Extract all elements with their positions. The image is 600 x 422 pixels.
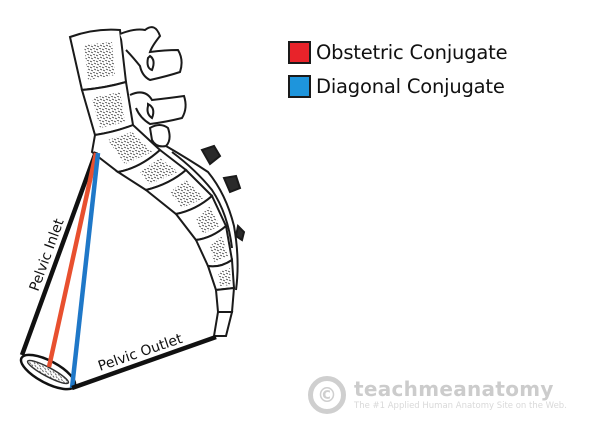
pubic-symphysis [19,353,77,391]
watermark-tagline: The #1 Applied Human Anatomy Site on the… [354,401,567,411]
spinous-process-1 [119,26,183,82]
legend-item-diagonal-conjugate: Diagonal Conjugate [288,71,507,101]
crest-nodule-1 [200,144,222,166]
spinous-process-2 [129,91,187,126]
legend-item-obstetric-conjugate: Obstetric Conjugate [288,37,508,67]
coccyx-segment-3 [214,286,236,313]
legend-label: Obstetric Conjugate [316,40,508,64]
sacral-crest [165,145,239,291]
legend: Obstetric Conjugate Diagonal Conjugate [288,37,508,105]
red-swatch-icon [288,40,311,64]
diagonal-conjugate-line [69,152,101,389]
obstetric-conjugate-line [46,152,99,368]
sacrum-illustration [68,26,246,337]
copyright-icon: © [308,376,346,414]
pelvic-inlet-line [19,151,99,356]
pelvic-outlet-line [71,334,217,391]
watermark-title: teachmeanatomy [354,377,554,401]
legend-label: Diagonal Conjugate [316,74,505,98]
watermark: © teachmeanatomy The #1 Applied Human An… [308,376,567,414]
crest-nodule-2 [222,174,242,194]
blue-swatch-icon [288,74,311,98]
coccyx-tip [212,311,234,337]
crest-nodule-3 [234,223,246,242]
spinous-process-3 [148,124,171,148]
